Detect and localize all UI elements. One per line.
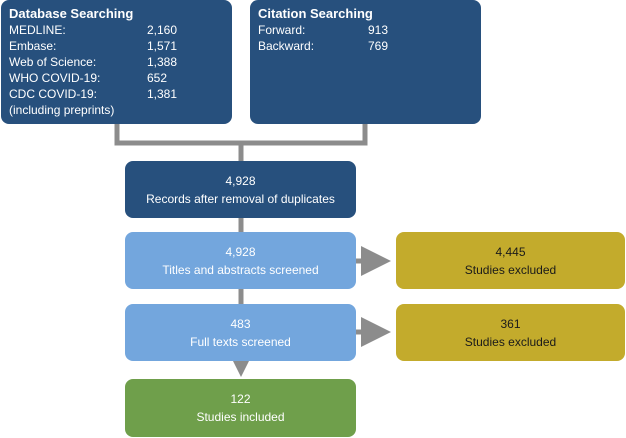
source-row-forward: Forward: 913 bbox=[258, 22, 473, 38]
source-row-embase: Embase: 1,571 bbox=[9, 38, 224, 54]
source-row-backward: Backward: 769 bbox=[258, 38, 473, 54]
source-label: Backward: bbox=[258, 39, 315, 53]
source-label: Forward: bbox=[258, 23, 306, 37]
source-label: CDC COVID-19: bbox=[9, 87, 98, 101]
database-searching-box: Database Searching MEDLINE: 2,160 Embase… bbox=[1, 0, 232, 124]
source-count: 2,160 bbox=[147, 23, 178, 37]
fulltext-excluded-label: Studies excluded bbox=[464, 334, 557, 349]
source-count: 1,388 bbox=[147, 55, 178, 69]
dedup-records-box: 4,928 Records after removal of duplicate… bbox=[125, 161, 356, 218]
fulltext-box: 483 Full texts screened bbox=[125, 304, 356, 361]
source-count: 913 bbox=[368, 23, 389, 37]
screening-excluded-label: Studies excluded bbox=[464, 262, 557, 277]
source-label: Embase: bbox=[9, 39, 57, 53]
database-searching-title: Database Searching bbox=[9, 6, 134, 21]
source-row-who-covid: WHO COVID-19: 652 bbox=[9, 70, 224, 86]
fulltext-excluded-count: 361 bbox=[500, 316, 521, 331]
source-label: MEDLINE: bbox=[9, 23, 66, 37]
included-label: Studies included bbox=[196, 410, 285, 424]
source-row-web-of-science: Web of Science: 1,388 bbox=[9, 54, 224, 70]
source-row-cdc-covid: CDC COVID-19: 1,381 bbox=[9, 86, 224, 102]
source-row-medline: MEDLINE: 2,160 bbox=[9, 22, 224, 38]
included-count: 122 bbox=[230, 392, 251, 406]
screening-box: 4,928 Titles and abstracts screened bbox=[125, 232, 356, 289]
citation-searching-box: Citation Searching Forward: 913 Backward… bbox=[250, 0, 481, 124]
screening-count: 4,928 bbox=[225, 244, 256, 259]
fulltext-count: 483 bbox=[230, 316, 251, 331]
source-count: 652 bbox=[147, 71, 168, 85]
source-label: WHO COVID-19: bbox=[9, 71, 101, 85]
source-label: Web of Science: bbox=[9, 55, 97, 69]
screening-excluded-box: 4,445 Studies excluded bbox=[396, 232, 625, 289]
included-box: 122 Studies included bbox=[125, 379, 356, 437]
fulltext-excluded-box: 361 Studies excluded bbox=[396, 304, 625, 361]
dedup-count: 4,928 bbox=[225, 173, 256, 188]
source-count: 1,571 bbox=[147, 39, 178, 53]
fulltext-label: Full texts screened bbox=[190, 334, 291, 349]
source-count: 769 bbox=[368, 39, 389, 53]
database-note: (including preprints) bbox=[9, 103, 115, 117]
source-merge-connector bbox=[114, 124, 368, 146]
citation-searching-title: Citation Searching bbox=[258, 6, 373, 21]
screening-excluded-count: 4,445 bbox=[495, 244, 526, 259]
screening-label: Titles and abstracts screened bbox=[162, 262, 319, 277]
dedup-label: Records after removal of duplicates bbox=[146, 191, 335, 206]
source-count: 1,381 bbox=[147, 87, 178, 101]
